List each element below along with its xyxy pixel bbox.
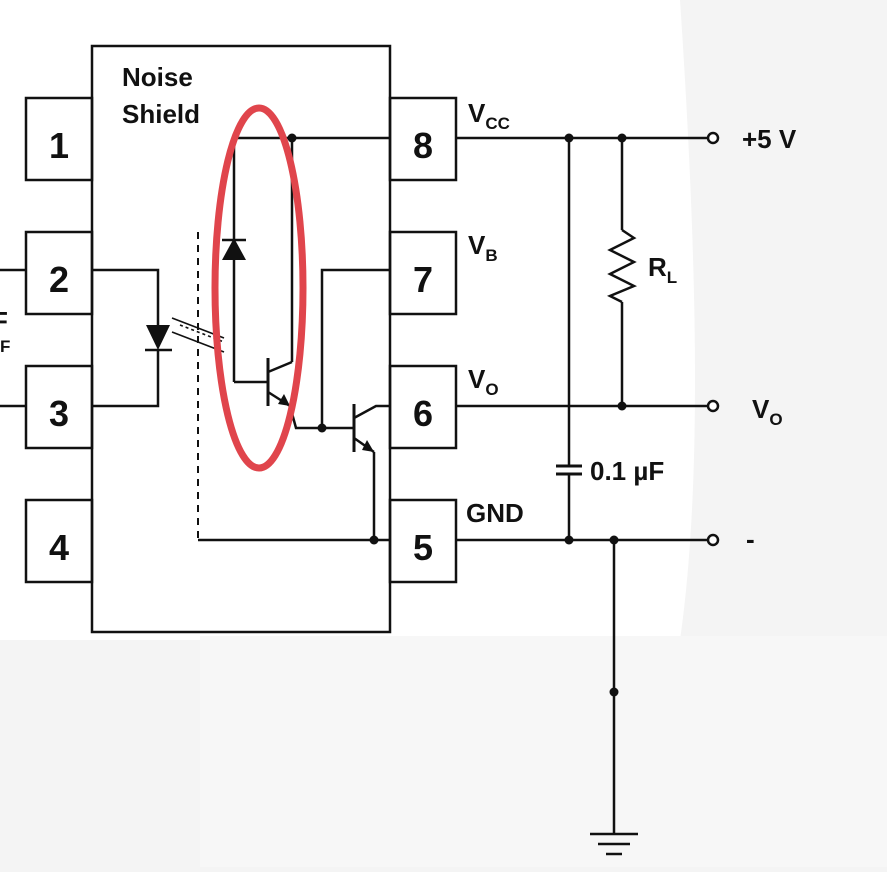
vb-wire <box>320 268 390 428</box>
led-cathode-wire <box>92 350 160 408</box>
junction-dot <box>609 687 619 697</box>
minus-label: - <box>746 524 755 554</box>
highlight-ellipse <box>211 104 307 472</box>
pin-3-number: 3 <box>49 393 69 434</box>
pin-5-number: 5 <box>413 527 433 568</box>
pin-7-number: 7 <box>413 259 433 300</box>
light-ray-3 <box>179 324 225 343</box>
q2-collector <box>353 404 390 420</box>
vf-sub-fragment: F <box>0 337 10 356</box>
terminal-plus5v <box>706 131 720 145</box>
vo-pin-label: VO <box>468 364 499 399</box>
led-anode-wire <box>92 268 160 325</box>
ic-body <box>90 44 392 634</box>
chip-title-line1: Noise <box>122 62 193 92</box>
rl-label: RL <box>648 252 677 287</box>
rl-zigzag <box>606 228 638 304</box>
junction-dot <box>564 133 574 143</box>
pin-4-number: 4 <box>49 527 69 568</box>
junction-dot <box>317 423 327 433</box>
junction-dot <box>564 535 574 545</box>
white-panel <box>0 0 695 640</box>
vo-output-label: VO <box>752 394 783 429</box>
capacitor-label: 0.1 µF <box>590 456 664 486</box>
bottom-panel <box>200 636 887 867</box>
terminal-minus <box>706 533 720 547</box>
q1-collector <box>267 360 293 374</box>
vcc-label: VCC <box>468 98 510 133</box>
gnd-label: GND <box>466 498 524 528</box>
pin-6-number: 6 <box>413 393 433 434</box>
pin-1-number: 1 <box>49 125 69 166</box>
pin-7-box <box>388 230 458 316</box>
vb-label: VB <box>468 230 498 265</box>
led-triangle <box>146 325 170 350</box>
plus5v-label: +5 V <box>742 124 797 154</box>
pin-4-box <box>24 498 94 584</box>
pin-1-box <box>24 96 94 182</box>
chip-title-line2: Shield <box>122 99 200 129</box>
pin-2-number: 2 <box>49 259 69 300</box>
junction-dot <box>609 535 619 545</box>
junction-dot <box>617 401 627 411</box>
terminal-vo <box>706 399 720 413</box>
junction-dot <box>617 133 627 143</box>
q1-emitter-arrow <box>278 394 290 406</box>
pin-2-box <box>24 230 94 316</box>
photodiode-triangle <box>222 238 246 260</box>
vf-label-fragment: F <box>0 306 8 336</box>
junction-dot <box>287 133 297 143</box>
junction-dot <box>369 535 379 545</box>
pin-8-number: 8 <box>413 125 433 166</box>
q2-emitter-arrow <box>362 440 374 452</box>
